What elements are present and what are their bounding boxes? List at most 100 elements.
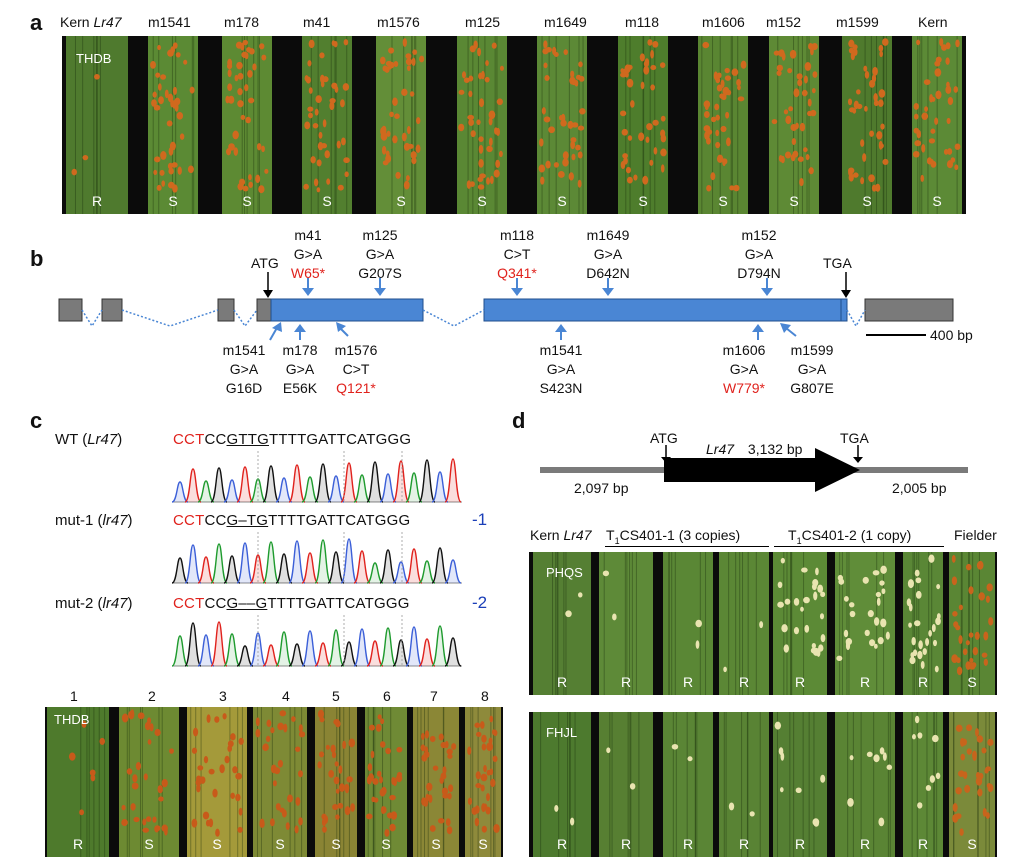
leaf-5: S — [315, 707, 357, 857]
a-result-8: S — [638, 193, 647, 209]
d1-result-4: R — [739, 674, 749, 690]
d-group2-sub: 1 — [796, 535, 802, 546]
d-gene-length: 3,132 bp — [747, 441, 803, 457]
atg-arrow — [263, 272, 273, 298]
d2-result-1: R — [557, 836, 567, 852]
indel-mut-2: -2 — [472, 593, 488, 612]
a-isolate: THDB — [76, 51, 112, 66]
row-paren: ) — [127, 595, 133, 612]
d-group2-text: CS401-2 (1 copy) — [801, 527, 912, 543]
a-result-10: S — [789, 193, 798, 209]
tga-arrow — [841, 272, 851, 298]
arrow-m1541a — [269, 322, 282, 341]
d1-result-3: R — [683, 674, 693, 690]
d-isolate2: FHJL — [546, 725, 578, 740]
chrom-row-WT: WT (Lr47) — [55, 431, 122, 448]
leaf-7: R — [903, 712, 943, 857]
mut-change: G>A — [285, 361, 315, 377]
leaf-3: R — [663, 552, 713, 695]
leaf-2: S — [119, 707, 179, 857]
chromatogram-mut-2 — [172, 615, 462, 667]
mut-aa: G16D — [225, 380, 263, 396]
arrow-m1576 — [336, 322, 349, 337]
d-left-flank: 2,097 bp — [574, 480, 629, 496]
c-isolate: THDB — [54, 712, 90, 727]
gene-model — [58, 298, 954, 336]
row-name: WT ( — [55, 431, 88, 448]
leaf-7: R — [903, 552, 943, 695]
d2-result-2: R — [621, 836, 631, 852]
d1-result-5: R — [795, 674, 805, 690]
leaf-6: R — [835, 552, 895, 695]
d1-result-2: R — [621, 674, 631, 690]
chrom-row-mut-1: mut-1 (lr47) — [55, 512, 133, 529]
lane-6: 6 — [383, 688, 391, 704]
mut-id: m1576 — [334, 342, 378, 358]
leaf-6: R — [835, 712, 895, 857]
leaf-5: S — [376, 36, 426, 214]
a-result-2: S — [168, 193, 177, 209]
leaf-1: R — [533, 552, 591, 695]
mut-aa: Q121* — [336, 380, 376, 396]
intron-3 — [233, 309, 258, 328]
chrom-row-mut-2: mut-2 (lr47) — [55, 595, 133, 612]
mut-change: G>A — [797, 361, 827, 377]
mut-change: G>A — [365, 246, 395, 262]
a-col-label-m178: m178 — [224, 14, 260, 30]
d-tga-head — [853, 457, 863, 463]
construct-diagram — [540, 445, 968, 492]
leaf-4: R — [719, 712, 769, 857]
d-group1-line — [605, 546, 769, 547]
a-result-3: S — [242, 193, 251, 209]
mut-change: G>A — [744, 246, 774, 262]
c-result-5: S — [331, 836, 340, 852]
d-group1-sub: 1 — [614, 535, 620, 546]
seq-post: TTTTGATTCATGGG — [268, 512, 411, 529]
lane-7: 7 — [430, 688, 438, 704]
scale-label: 400 bp — [930, 327, 973, 343]
leaf-8: S — [465, 707, 501, 857]
d-group1-t: T — [606, 527, 615, 543]
leaf-3: S — [187, 707, 247, 857]
c-result-1: R — [73, 836, 83, 852]
seq-red: CCT — [173, 431, 205, 448]
leaf-3: R — [663, 712, 713, 857]
leaf-4: S — [253, 707, 307, 857]
d2-result-7: R — [918, 836, 928, 852]
leaf-8: S — [618, 36, 668, 214]
mut-id: m1541 — [222, 342, 266, 358]
row-paren: ) — [117, 431, 123, 448]
leaf-9: S — [698, 36, 748, 214]
a-col-label-m125: m125 — [465, 14, 501, 30]
a-result-6: S — [477, 193, 486, 209]
mut-change: C>T — [503, 246, 531, 262]
gene-arrow — [664, 448, 860, 492]
d-kern-gene: Lr47 — [563, 527, 592, 543]
d-group2: T1CS401-2 (1 copy) — [788, 527, 911, 546]
row-name: mut-1 ( — [55, 512, 103, 529]
leaf-1: R — [66, 36, 128, 214]
panel-a-label: a — [30, 10, 43, 35]
c-result-8: S — [478, 836, 487, 852]
lane-8: 8 — [481, 688, 489, 704]
d2-result-8: S — [967, 836, 976, 852]
row-gene: lr47 — [102, 595, 128, 612]
mut-id: m41 — [294, 227, 322, 243]
sequence-mut-1: CCTCCG–TGTTTTGATTCATGGG — [173, 512, 410, 529]
lane-1: 1 — [70, 688, 78, 704]
d1-result-7: R — [918, 674, 928, 690]
d2-result-5: R — [795, 836, 805, 852]
row-paren: ) — [127, 512, 133, 529]
mut-id: m1599 — [790, 342, 834, 358]
arrow-m178 — [294, 324, 306, 340]
mut-change: G>A — [229, 361, 259, 377]
d1-result-1: R — [557, 674, 567, 690]
chromatogram-WT — [172, 451, 462, 503]
a-result-4: S — [322, 193, 331, 209]
